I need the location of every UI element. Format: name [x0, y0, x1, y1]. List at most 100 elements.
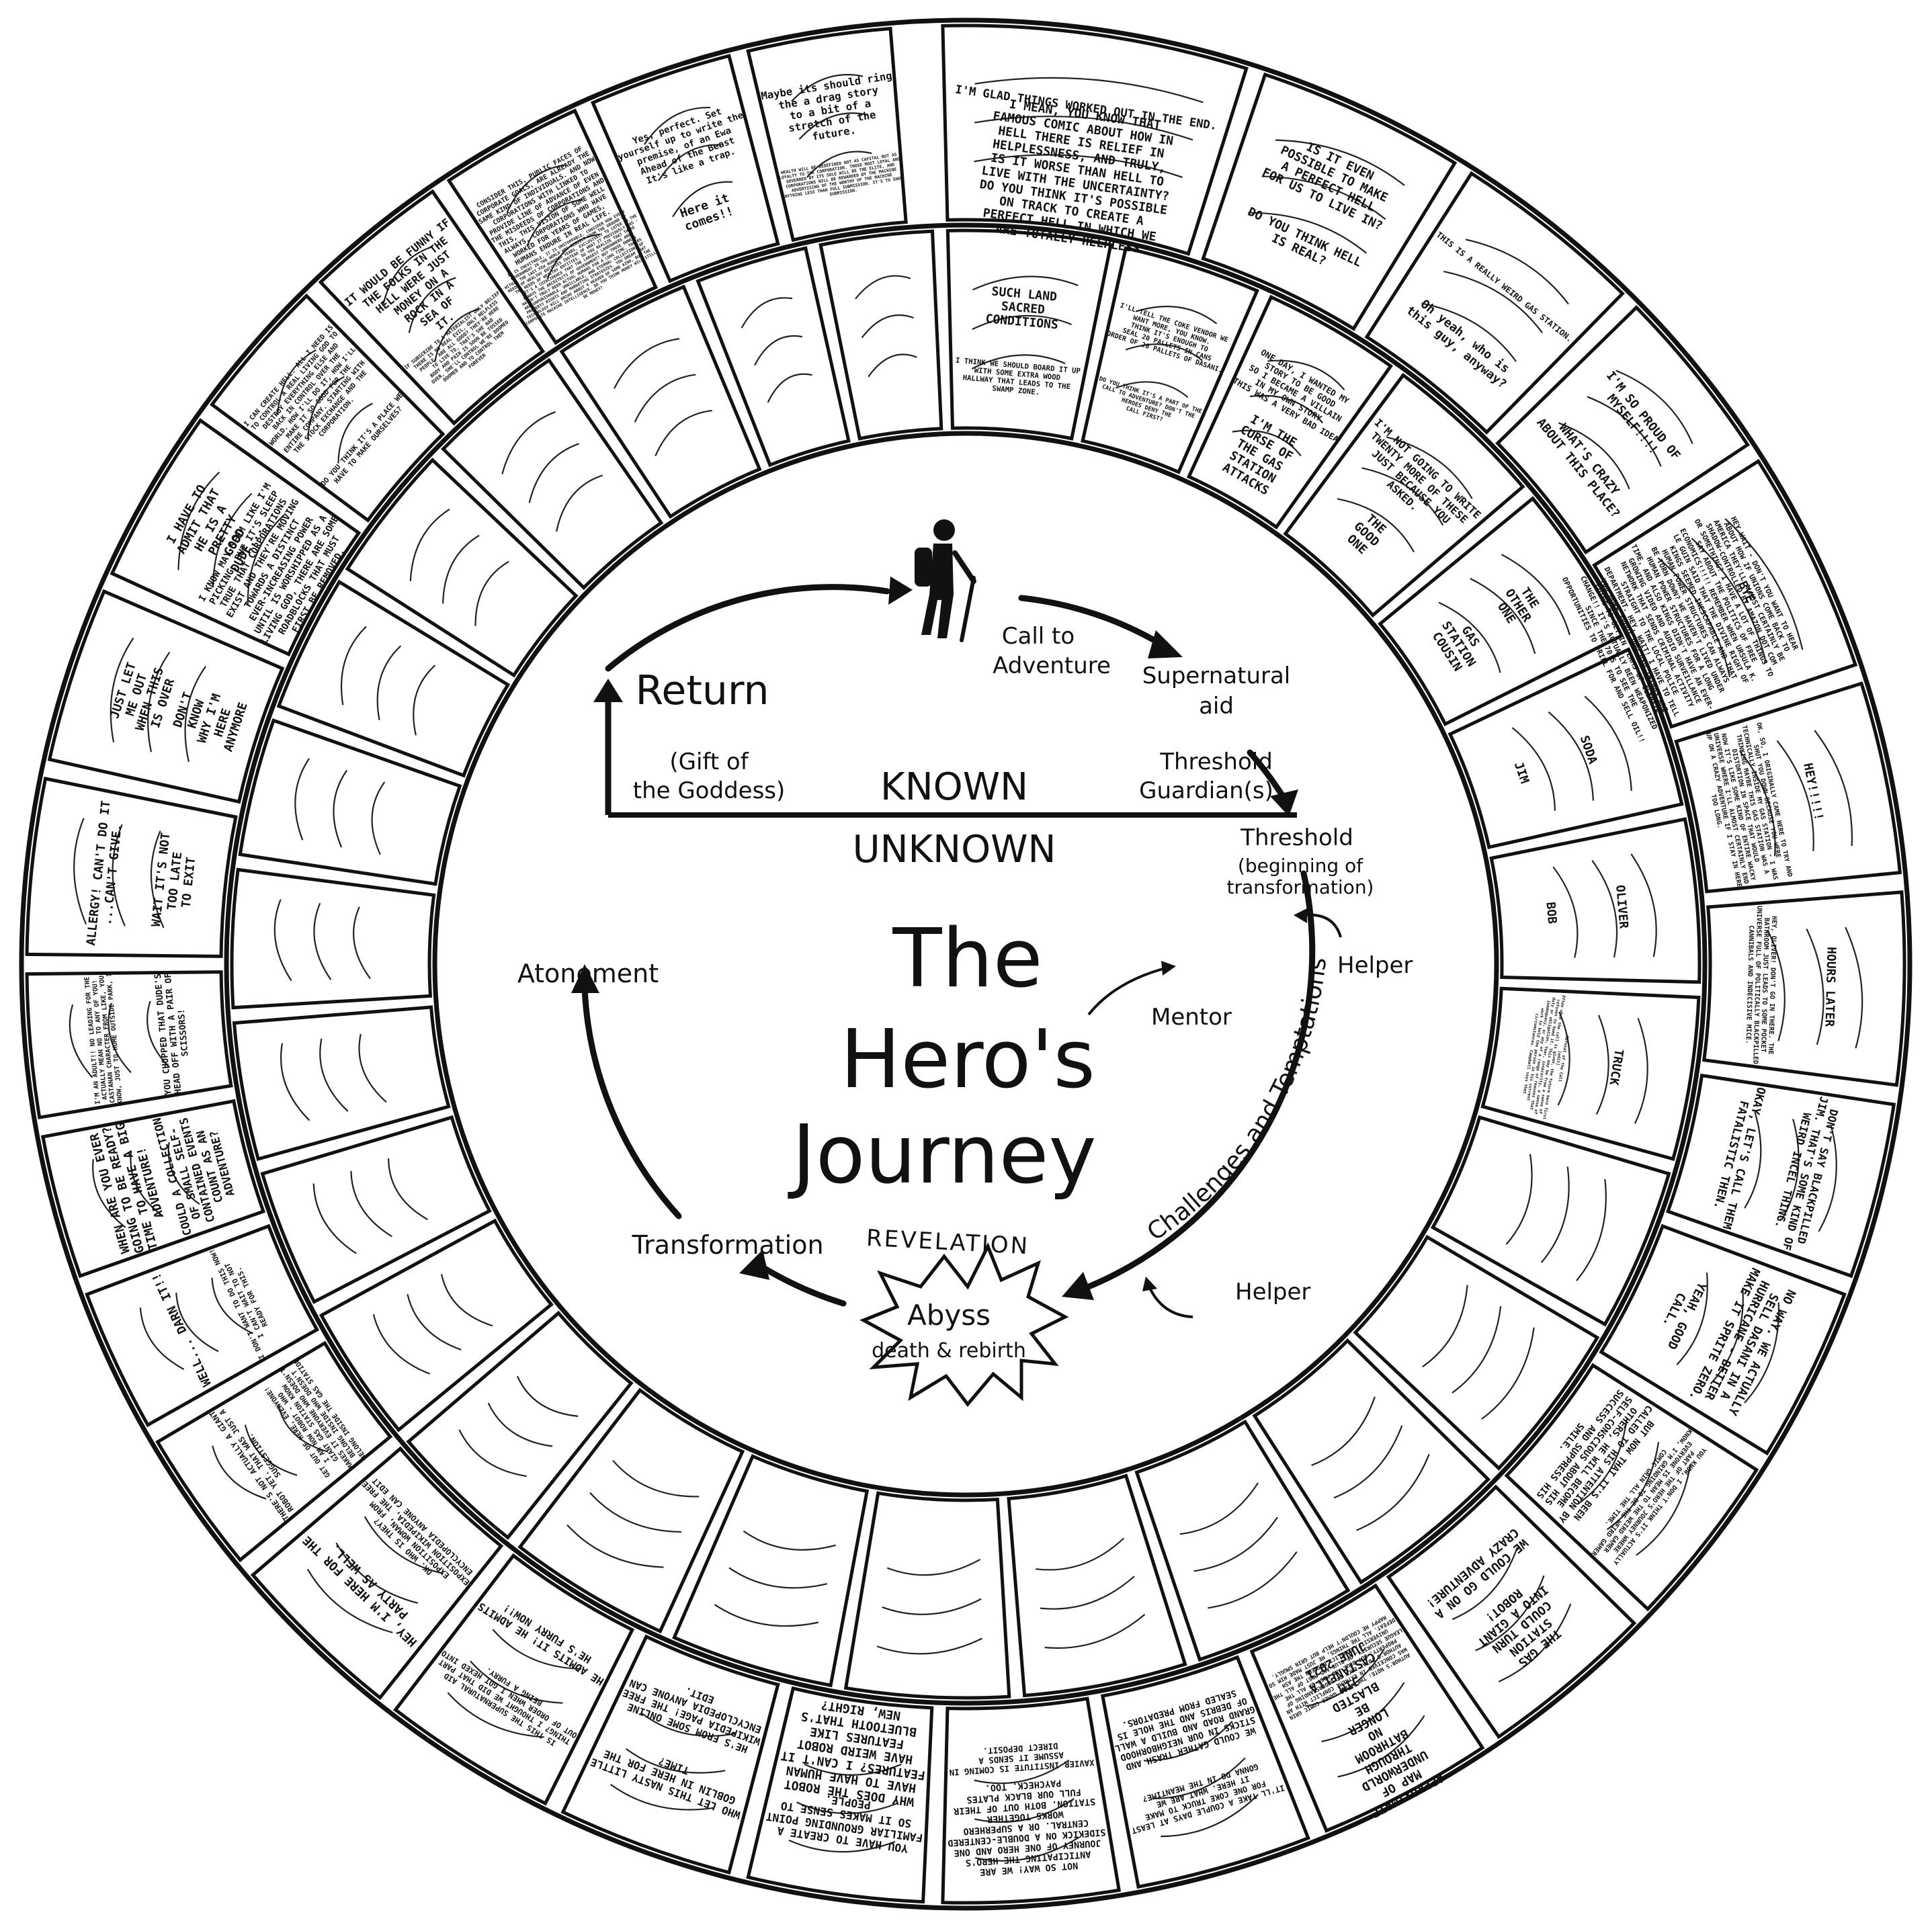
panel-sketch-line	[372, 1314, 430, 1375]
panel-sketch-line	[112, 824, 126, 927]
panel-sketch-line	[1845, 927, 1863, 1049]
panel-sketch-line	[1321, 1682, 1405, 1743]
panel-sketch-line	[528, 443, 580, 503]
panel-sketch-line	[492, 1629, 582, 1670]
panel-sketch-line	[211, 1277, 253, 1334]
panel-sketch-line	[861, 314, 914, 339]
comic-panel	[155, 1340, 393, 1563]
panel-sketch-line	[655, 409, 712, 457]
comic-panel	[941, 1697, 1122, 1905]
comic-panel	[238, 718, 462, 886]
stage-guardian-line2: Guardian(s)	[1139, 777, 1273, 804]
panel-sketch-line	[139, 1307, 185, 1370]
comic-panel	[345, 458, 579, 678]
panel-sketch-line	[1044, 1613, 1146, 1649]
comic-caption-line: [edit]	[1555, 1050, 1562, 1066]
stage-threshold: Threshold	[1240, 824, 1353, 851]
panel-sketch-line	[1161, 1794, 1259, 1838]
panel-sketch-line	[876, 1637, 983, 1655]
panel-sketch-line	[640, 1712, 737, 1737]
comic-panel	[590, 54, 780, 284]
arrowhead-hiker	[888, 576, 913, 605]
panel-sketch-line	[1337, 1715, 1425, 1778]
panel-sketch-line	[1577, 1420, 1628, 1505]
panel-sketch-line	[1505, 1154, 1533, 1245]
panel-sketch-line	[1630, 853, 1657, 957]
panel-sketch-line	[589, 1492, 681, 1533]
panel-sketch-line	[886, 1558, 981, 1576]
helper-bottom-arrow	[1148, 1286, 1193, 1318]
panel-sketch-line	[546, 233, 601, 280]
comic-panels-ring	[25, 24, 1906, 1905]
panel-sketch-line	[130, 1150, 163, 1217]
panel-sketch-line	[1267, 359, 1345, 390]
panel-sketch-line	[1501, 554, 1570, 636]
panel-sketch-line	[1776, 740, 1814, 851]
panel-sketch-line	[1143, 1721, 1233, 1762]
panel-sketch-line	[974, 1759, 1070, 1785]
panel-sketch-line	[643, 107, 710, 145]
outer-ring	[19, 17, 1913, 1911]
panel-sketch-line	[333, 769, 348, 848]
comic-panel	[1249, 1583, 1485, 1833]
comic-panel	[276, 579, 511, 778]
panel-sketch-line	[108, 1002, 132, 1074]
panel-sketch-line	[1591, 860, 1618, 958]
panel-sketch-line	[407, 1293, 462, 1351]
comic-panel	[1100, 1655, 1310, 1889]
panel-sketch-line	[1552, 866, 1579, 958]
panel-sketch-line	[340, 626, 367, 705]
unknown-label: UNKNOWN	[853, 828, 1056, 871]
panel-sketch-line	[728, 1567, 828, 1589]
panel-sketch-line	[319, 1038, 349, 1112]
panel-sketch-line	[312, 1183, 357, 1254]
panel-sketch-line	[1232, 429, 1302, 457]
comic-panel	[696, 246, 851, 468]
panel-sketch-line	[868, 353, 917, 378]
panel-sketch-line	[146, 1000, 171, 1068]
panel-sketch-line	[1438, 601, 1501, 673]
panel-sketch-line	[1557, 1011, 1570, 1106]
panel-sketch-line	[1781, 1119, 1800, 1221]
comic-panel	[446, 108, 659, 345]
panel-sketch-line	[212, 492, 253, 588]
panel-sketch-line	[1452, 1306, 1502, 1394]
comic-caption-line: CANNIBALS AND INDECISIVE MICE.	[1745, 925, 1755, 1044]
panel-sketch-line	[1606, 1442, 1660, 1531]
stage-helper-top: Helper	[1337, 952, 1413, 979]
helper-top-arrowhead	[1294, 908, 1307, 923]
panel-sketch-line	[358, 1033, 387, 1103]
abyss-label: Abyss	[907, 1299, 991, 1332]
comic-panel	[1378, 496, 1624, 727]
comic-panel	[1599, 1224, 1847, 1456]
panel-sketch-line	[177, 471, 220, 570]
panel-sketch-line	[1540, 1166, 1570, 1263]
comic-caption-line: BOB	[1543, 902, 1559, 925]
middle-ring	[224, 222, 1708, 1706]
panel-sketch-line	[501, 411, 556, 474]
panel-sketch-line	[447, 1692, 544, 1738]
comic-panel	[40, 1099, 266, 1279]
panel-sketch-line	[408, 277, 456, 333]
comic-panel	[25, 970, 233, 1120]
comic-panel	[946, 228, 1113, 441]
comic-panel	[517, 1387, 745, 1634]
comic-panel	[1592, 458, 1858, 729]
panel-sketch-line	[1814, 730, 1853, 847]
comic-caption-line: HEY, OLIVER! DON'T GO IN THERE. THE	[1767, 916, 1777, 1055]
panel-sketch-line	[350, 1170, 392, 1238]
panel-sketch-line	[754, 335, 802, 366]
panel-sketch-line	[1511, 727, 1556, 811]
comic-caption-line: HOURS LATER	[1822, 947, 1838, 1027]
arrowhead-threshold	[1270, 789, 1298, 816]
stage-aid-line1: Supernatural	[1142, 662, 1291, 689]
panel-sketch-line	[788, 1840, 896, 1853]
panel-sketch-line	[791, 74, 864, 102]
panel-sketch-line	[804, 1763, 902, 1776]
comic-panel	[1134, 1419, 1351, 1662]
panel-sketch-line	[470, 1660, 563, 1704]
panel-sketch-line	[855, 275, 911, 300]
panel-sketch-line	[1818, 1125, 1837, 1232]
panel-sketch-line	[556, 474, 603, 532]
